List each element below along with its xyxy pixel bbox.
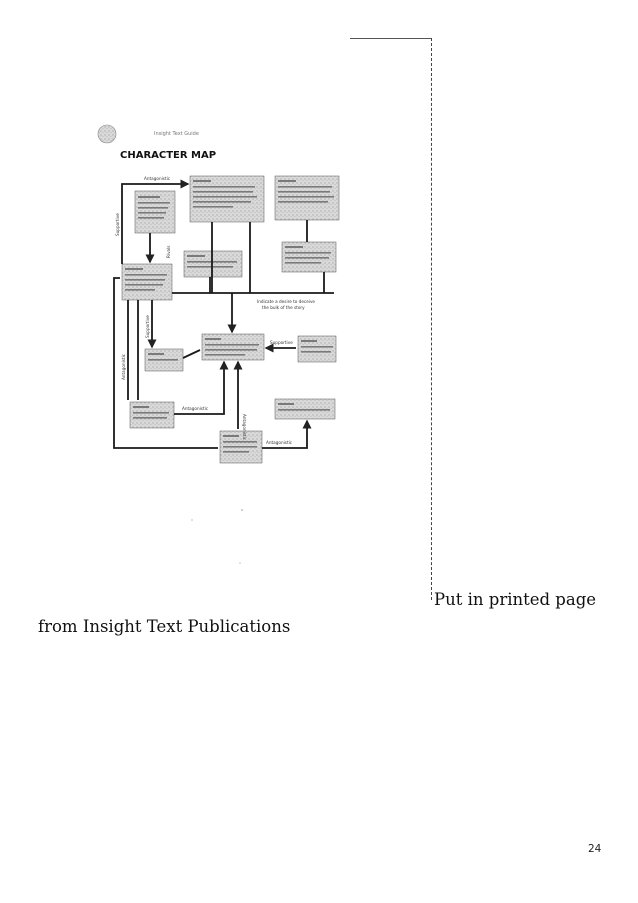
edge-label-antagonistic-bottom: Antagonistic	[182, 406, 209, 411]
page-number: 24	[588, 843, 602, 855]
character-boxes	[121, 175, 340, 464]
figure-header: Insight Text Guide	[154, 131, 199, 137]
page-crop-top-line	[350, 38, 432, 39]
edge-label-rivals: Rivals	[166, 246, 171, 258]
edge-label-supportive-mid: Supportive	[145, 315, 150, 338]
character-box-3	[274, 175, 340, 221]
seal-icon	[97, 124, 117, 144]
edge-label-top: Antagonistic	[144, 176, 171, 181]
character-map-scan: Insight Text Guide CHARACTER MAP	[92, 118, 350, 598]
edge-label-antagonistic-right: Antagonistic	[266, 440, 293, 445]
character-box-10	[129, 401, 175, 429]
edge-label-antagonistic-mid: Antagonistic	[242, 414, 247, 441]
edge-label-supportive-left: Supportive	[115, 213, 120, 236]
center-note-line-1: Indicate a desire to deceive	[257, 299, 315, 304]
character-box-8	[297, 335, 337, 363]
edge-label-antagonistic-left: Antagonistic	[121, 353, 126, 380]
character-box-2	[189, 175, 265, 223]
caption-left: from Insight Text Publications	[38, 617, 291, 636]
character-box-4	[183, 250, 243, 278]
scan-specks	[191, 509, 243, 564]
figure-title: CHARACTER MAP	[120, 150, 216, 161]
illegible-scan-text	[125, 180, 334, 453]
page-crop-right-line	[431, 38, 432, 600]
edge-label-supportive-right: Supportive	[270, 340, 293, 345]
character-map-diagram: Insight Text Guide CHARACTER MAP	[97, 124, 340, 564]
center-note-line-2: the bulk of the story	[262, 305, 305, 310]
character-box-7	[201, 333, 265, 361]
caption-right: Put in printed page	[434, 590, 597, 609]
relationship-lines	[113, 179, 334, 449]
edge-labels: Antagonistic Supportive Rivals Supportiv…	[115, 176, 293, 445]
